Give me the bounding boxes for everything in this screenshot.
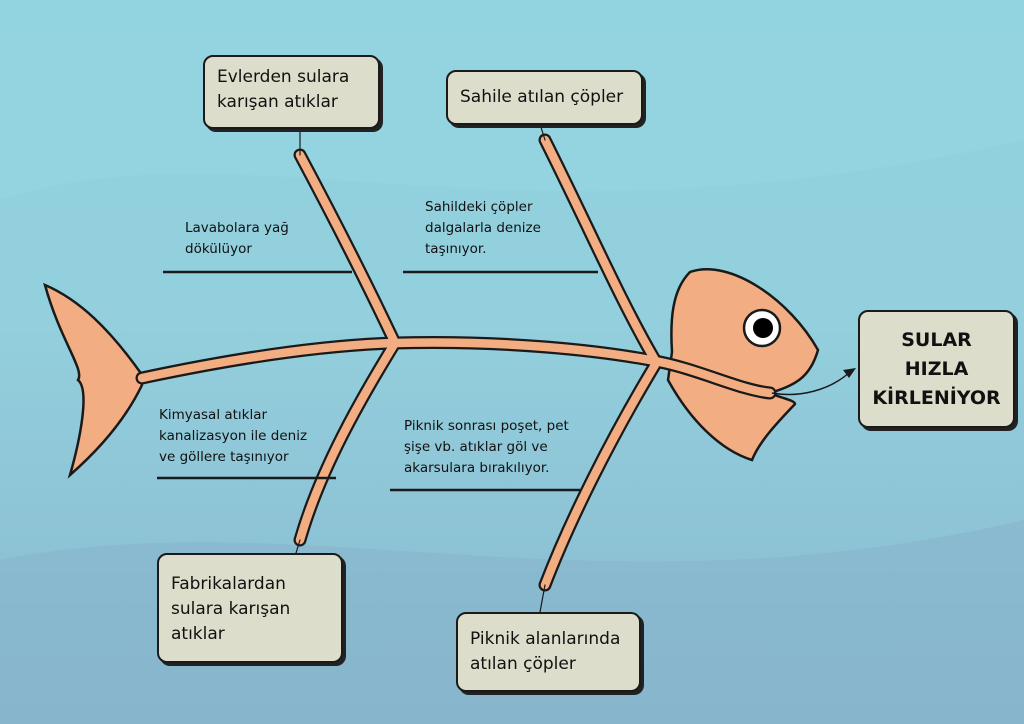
cause-title: Sahile atılan çöpler	[460, 87, 624, 107]
detail-line-text: Lavabolara yağ	[185, 220, 289, 236]
detail-line-text: Piknik sonrası poşet, pet	[404, 418, 569, 434]
fish-tail	[43, 282, 144, 479]
effect-box: SULAR HIZLA KİRLENİYOR	[858, 310, 1015, 428]
detail-bottom-left: Kimyasal atıklar kanalizasyon ile deniz …	[159, 405, 307, 468]
detail-line-text: ve göllere taşınıyor	[159, 449, 289, 465]
cause-title-line: karışan atıklar	[217, 92, 338, 112]
bone-bottom-right	[540, 360, 660, 590]
detail-line-text: dalgalarla denize	[425, 220, 541, 236]
detail-bottom-right: Piknik sonrası poşet, pet şişe vb. atıkl…	[404, 416, 569, 479]
cause-box-bottom-left: Fabrikalardan sulara karışan atıklar	[157, 553, 343, 663]
detail-line-text: taşınıyor.	[425, 241, 487, 257]
bone-top-right	[540, 135, 660, 365]
detail-line-text: Kimyasal atıklar	[159, 407, 268, 423]
arrow-head-icon	[843, 368, 856, 378]
bone-top-left	[295, 150, 400, 348]
detail-line-text: kanalizasyon ile deniz	[159, 428, 308, 444]
effect-line: KİRLENİYOR	[872, 386, 1001, 409]
cause-box-top-left: Evlerden sulara karışan atıklar	[203, 55, 380, 129]
bone-bottom-left	[295, 338, 400, 545]
detail-line-text: şişe vb. atıklar göl ve	[404, 439, 548, 455]
cause-title-line: Evlerden sulara	[217, 67, 350, 87]
detail-line-text: dökülüyor	[185, 241, 252, 257]
detail-top-right: Sahildeki çöpler dalgalarla denize taşın…	[425, 197, 541, 260]
effect-arrow	[771, 371, 851, 396]
effect-line: HIZLA	[904, 357, 969, 380]
cause-title-line: Piknik alanlarında	[470, 629, 621, 649]
cause-title-line: atıklar	[171, 624, 225, 644]
detail-top-left: Lavabolara yağ dökülüyor	[185, 218, 289, 260]
effect-line: SULAR	[901, 328, 972, 351]
cause-title-line: Fabrikalardan	[171, 574, 286, 594]
detail-line-text: Sahildeki çöpler	[425, 199, 533, 215]
detail-line-text: akarsulara bırakılıyor.	[404, 460, 550, 476]
fish-spine	[137, 338, 775, 398]
cause-box-bottom-right: Piknik alanlarında atılan çöpler	[456, 612, 641, 692]
cause-title-line: sulara karışan	[171, 599, 291, 619]
cause-title-line: atılan çöpler	[470, 654, 576, 674]
cause-box-top-right: Sahile atılan çöpler	[446, 70, 643, 125]
